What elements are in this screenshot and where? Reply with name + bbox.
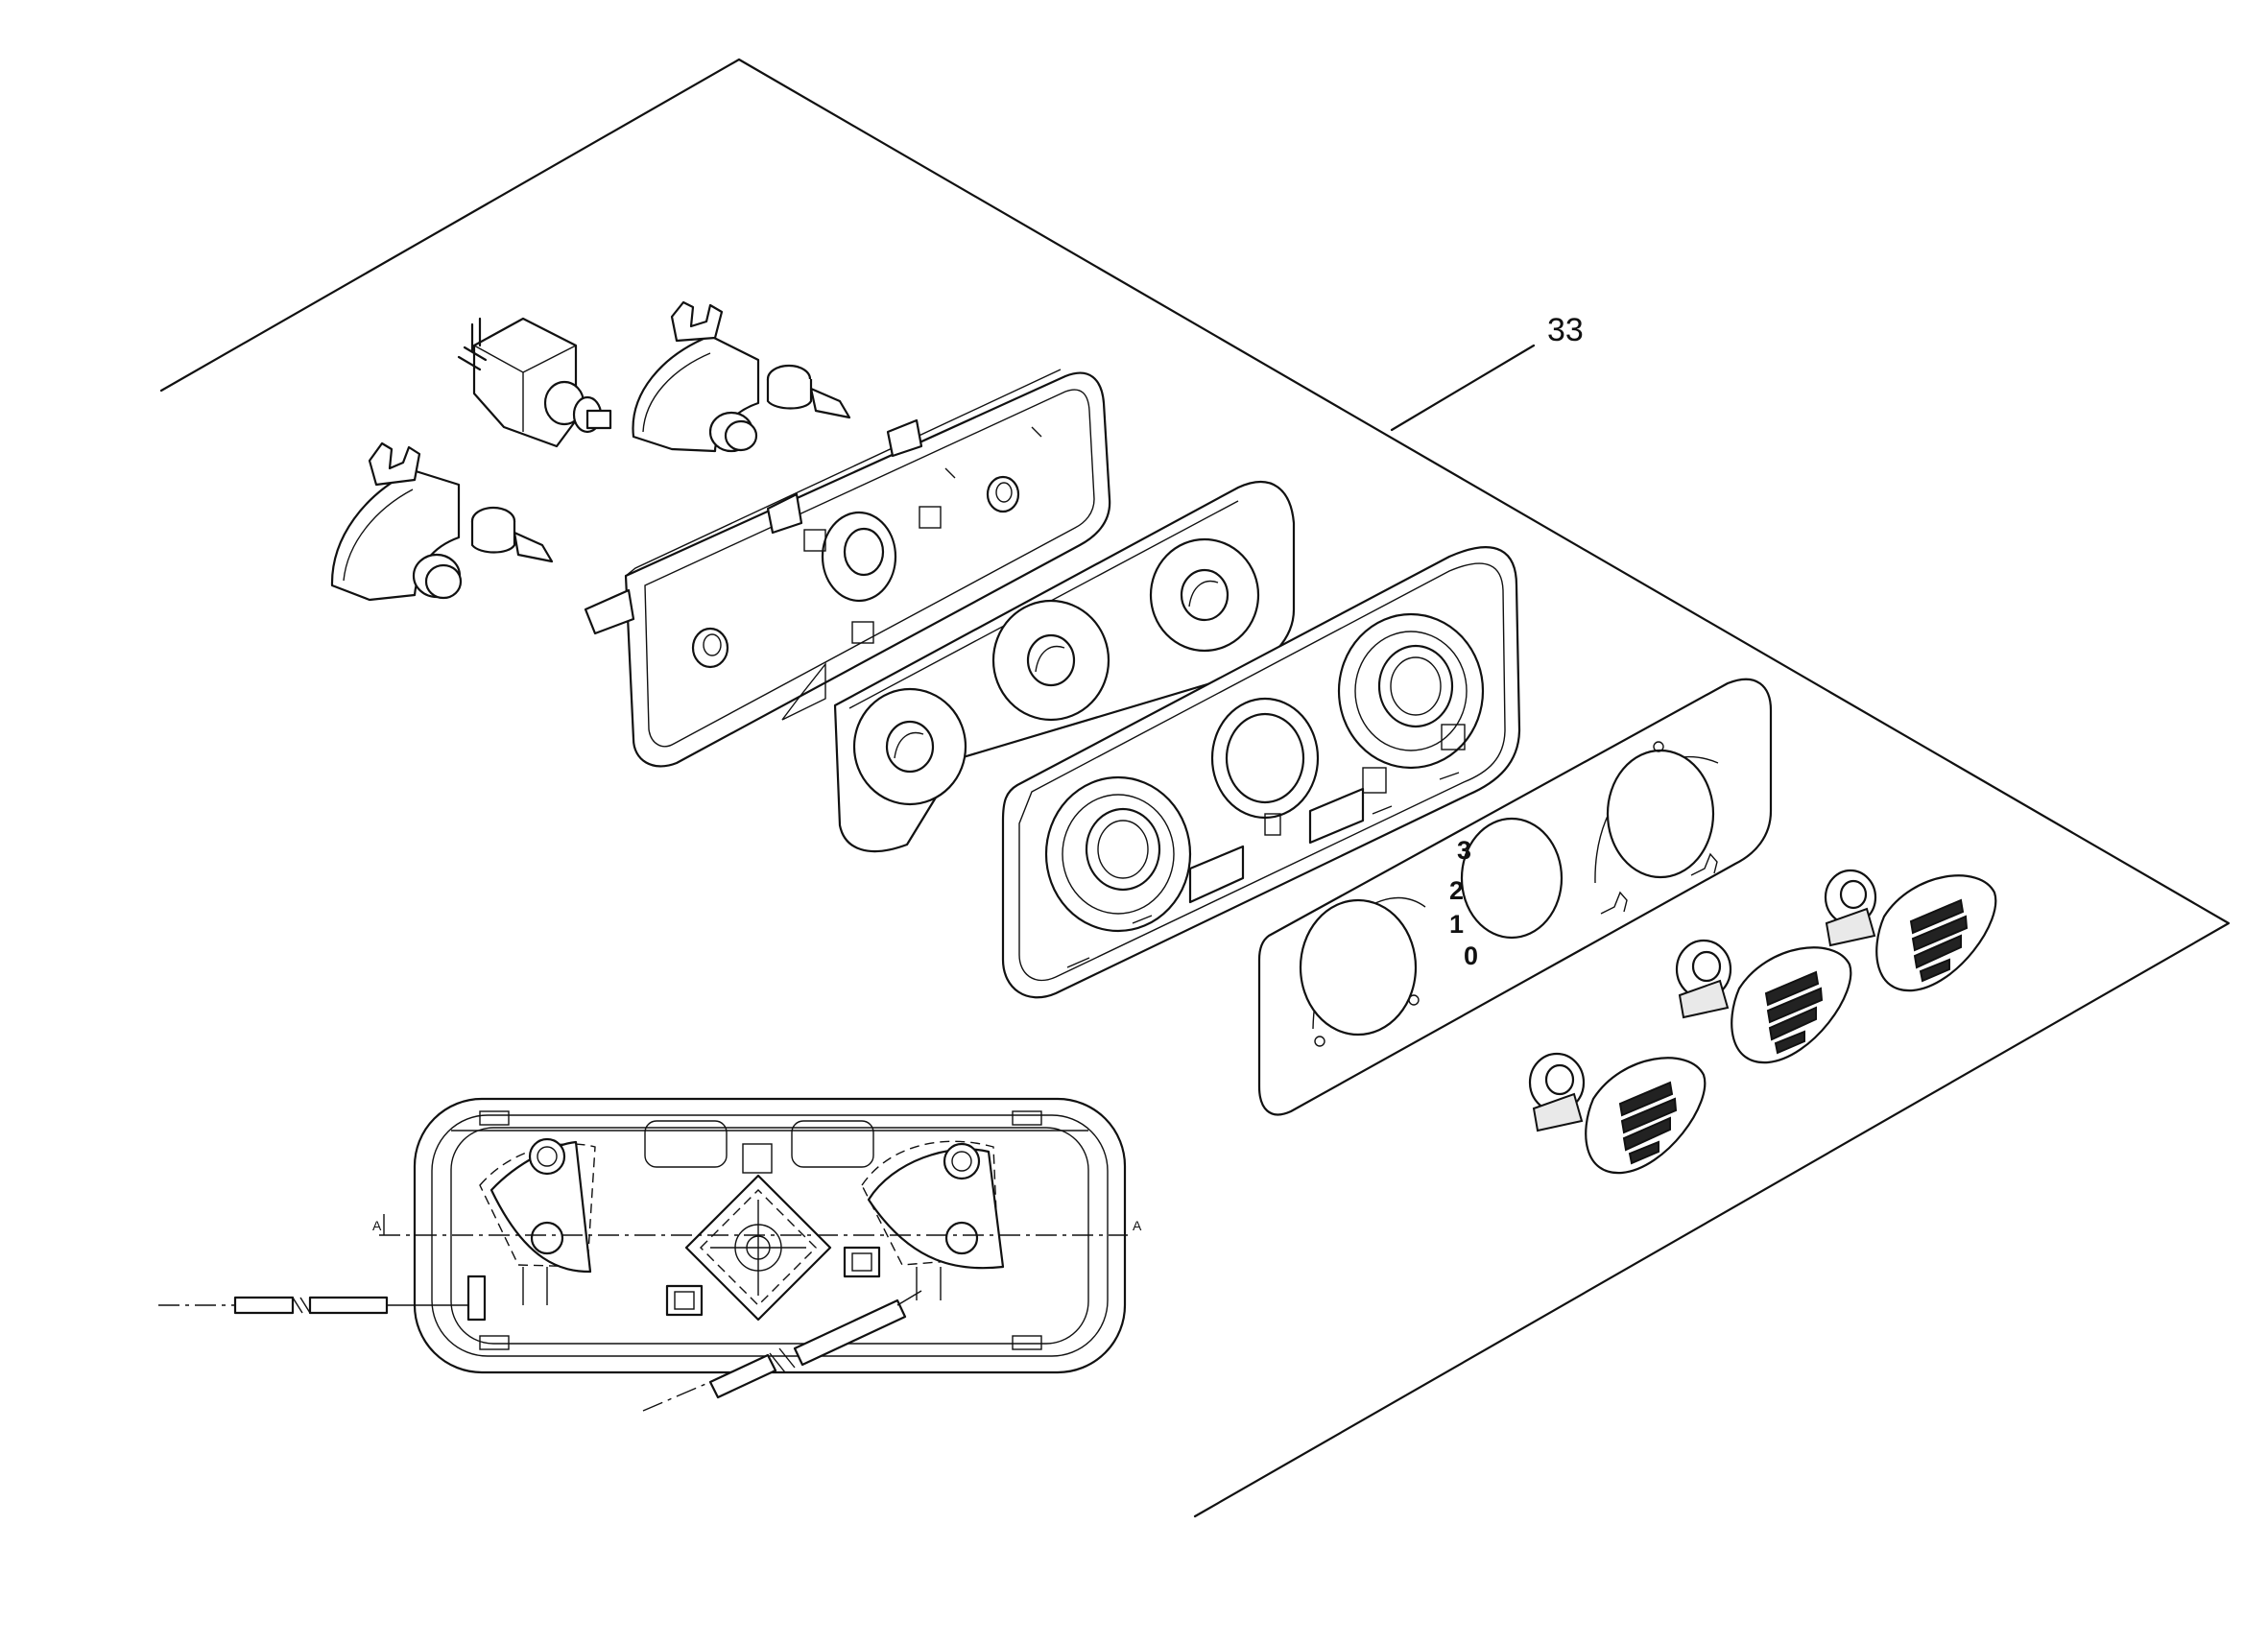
scale-mark-3: 3 <box>1457 836 1471 865</box>
bezel-ring-center <box>1210 697 1320 820</box>
knob-clip-2 <box>1675 939 1732 1019</box>
section-mark-right: A <box>1133 1218 1142 1233</box>
assembly-boundary <box>159 58 2231 1518</box>
knob-3 <box>1875 874 1997 992</box>
section-view: A A <box>158 1097 1142 1412</box>
rotary-switch <box>457 317 612 448</box>
face-plate: 3 2 1 0 <box>1257 678 1773 1116</box>
mid-plate-ring-2 <box>991 599 1110 722</box>
wire-harness-left <box>158 1275 487 1322</box>
knob-cam-upper <box>632 300 760 453</box>
mid-plate-ring-3 <box>1149 537 1260 653</box>
scale-mark-0: 0 <box>1464 941 1478 970</box>
face-plate-dial-center <box>1460 817 1564 940</box>
mid-plate <box>833 481 1296 853</box>
scale-mark-2: 2 <box>1449 876 1464 905</box>
callout-leader <box>1390 344 1536 432</box>
bezel-ring-right <box>1337 612 1485 770</box>
section-mark-left: A <box>372 1218 382 1233</box>
knob-2 <box>1731 946 1852 1064</box>
shaft-upper <box>766 364 851 419</box>
shaft-lower <box>470 506 554 563</box>
knob-clip-3 <box>1824 869 1877 947</box>
scale-mark-1: 1 <box>1449 910 1464 939</box>
front-bezel <box>1001 546 1521 999</box>
face-plate-dial-right <box>1594 741 1719 915</box>
knob-1 <box>1585 1057 1707 1175</box>
rear-housing <box>584 369 1111 768</box>
mid-plate-ring-1 <box>852 687 967 806</box>
knob-clip-1 <box>1528 1052 1586 1132</box>
wire-harness-right <box>642 1290 922 1412</box>
knob-cam-lower <box>330 441 463 602</box>
callout-number: 33 <box>1547 312 1584 348</box>
bezel-ring-left <box>1044 775 1192 933</box>
face-plate-dial-left <box>1299 896 1426 1047</box>
